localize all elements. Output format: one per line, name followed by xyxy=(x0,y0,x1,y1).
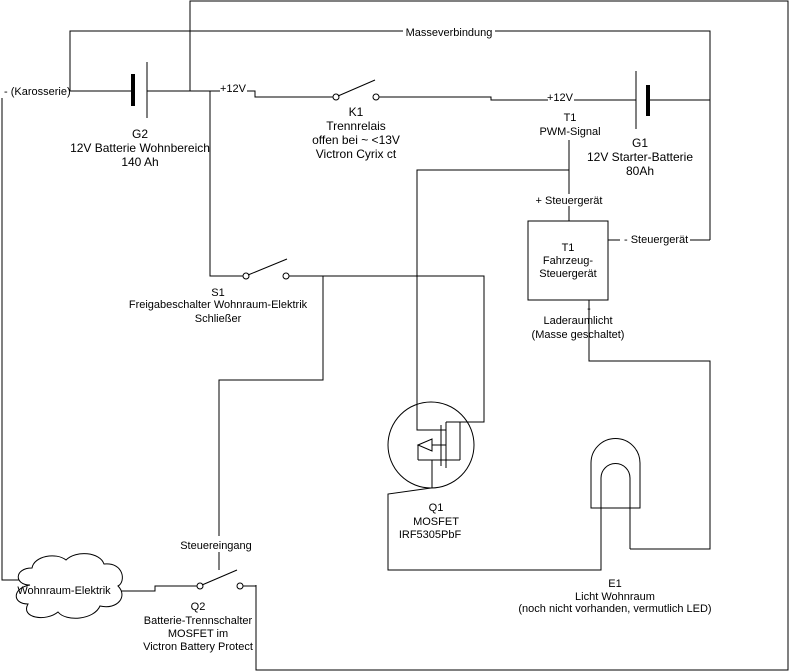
g2-battery-symbol xyxy=(75,62,220,118)
plus12v-left-label: +12V xyxy=(220,83,247,95)
s1-name-label: Freigabeschalter Wohnraum-Elektrik xyxy=(129,299,308,311)
q1-mosfet-symbol xyxy=(387,401,475,489)
s1-feed-wire xyxy=(209,91,243,277)
k1-relay-symbol xyxy=(247,79,548,101)
t1-pwm-label: PWM-Signal xyxy=(539,126,600,138)
ground-connection-label: Masseverbindung xyxy=(406,27,493,39)
q2-name-label: Batterie-Trennschalter xyxy=(144,615,253,627)
steuereingang-label: Steuereingang xyxy=(180,540,252,552)
s1-id-label: S1 xyxy=(211,287,224,299)
g2-id-label: G2 xyxy=(132,127,148,141)
s1-output-wire xyxy=(289,275,485,423)
s1-switch-symbol xyxy=(242,258,290,280)
g1-capacity-label: 80Ah xyxy=(626,164,654,178)
chassis-label: - (Karosserie) xyxy=(4,86,71,98)
q1-type-label: MOSFET xyxy=(413,516,459,528)
q1-drain-wire xyxy=(387,460,602,571)
g1-id-label: G1 xyxy=(632,136,648,150)
laderaum-sub-label: (Masse geschaltet) xyxy=(532,329,625,341)
q2-type-label: MOSFET im xyxy=(168,628,228,640)
t1-box-name-label-2: Steuergerät xyxy=(539,268,596,280)
e1-name-label: Licht Wohnraum xyxy=(575,591,655,603)
e1-note-label: (noch nicht vorhanden, vermutlich LED) xyxy=(518,603,711,615)
t1-pwm-id-label: T1 xyxy=(564,112,577,124)
s1-type-label: Schließer xyxy=(195,313,242,325)
g2-capacity-label: 140 Ah xyxy=(121,155,158,169)
wohnraum-elektrik-label: Wohnraum-Elektrik xyxy=(17,585,111,597)
laderaum-label: Laderaumlicht xyxy=(543,315,612,327)
q2-model-label: Victron Battery Protect xyxy=(143,641,253,653)
q2-id-label: Q2 xyxy=(191,601,206,613)
t1-box-id-label: T1 xyxy=(562,242,575,254)
t1-box-name-label: Fahrzeug- xyxy=(543,255,593,267)
k1-model-label: Victron Cyrix ct xyxy=(316,147,397,161)
q2-switch-symbol xyxy=(121,569,256,592)
k1-condition-label: offen bei ~ <13V xyxy=(312,133,400,147)
chassis-ground-wire xyxy=(1,90,75,581)
pwm-signal-wire xyxy=(416,140,570,431)
plus12v-right-label: +12V xyxy=(547,92,574,104)
frame-wire xyxy=(189,0,789,671)
minus-steuer-label: - Steuergerät xyxy=(624,234,688,246)
k1-id-label: K1 xyxy=(349,105,364,119)
q1-id-label: Q1 xyxy=(429,502,444,514)
e1-lamp-symbol xyxy=(588,300,711,550)
steuereingang-wire xyxy=(218,276,324,570)
g2-name-label: 12V Batterie Wohnbereich xyxy=(70,141,210,155)
ground-connection-wire xyxy=(69,30,711,240)
g1-name-label: 12V Starter-Batterie xyxy=(587,150,693,164)
g1-battery-symbol xyxy=(574,71,710,129)
q1-model-label: IRF5305PbF xyxy=(399,529,462,541)
k1-name-label: Trennrelais xyxy=(326,119,386,133)
plus-steuer-label: + Steuergerät xyxy=(536,195,603,207)
t1-control-unit-box xyxy=(527,220,609,301)
wohnraum-elektrik-cloud xyxy=(15,553,123,619)
e1-id-label: E1 xyxy=(608,578,621,590)
